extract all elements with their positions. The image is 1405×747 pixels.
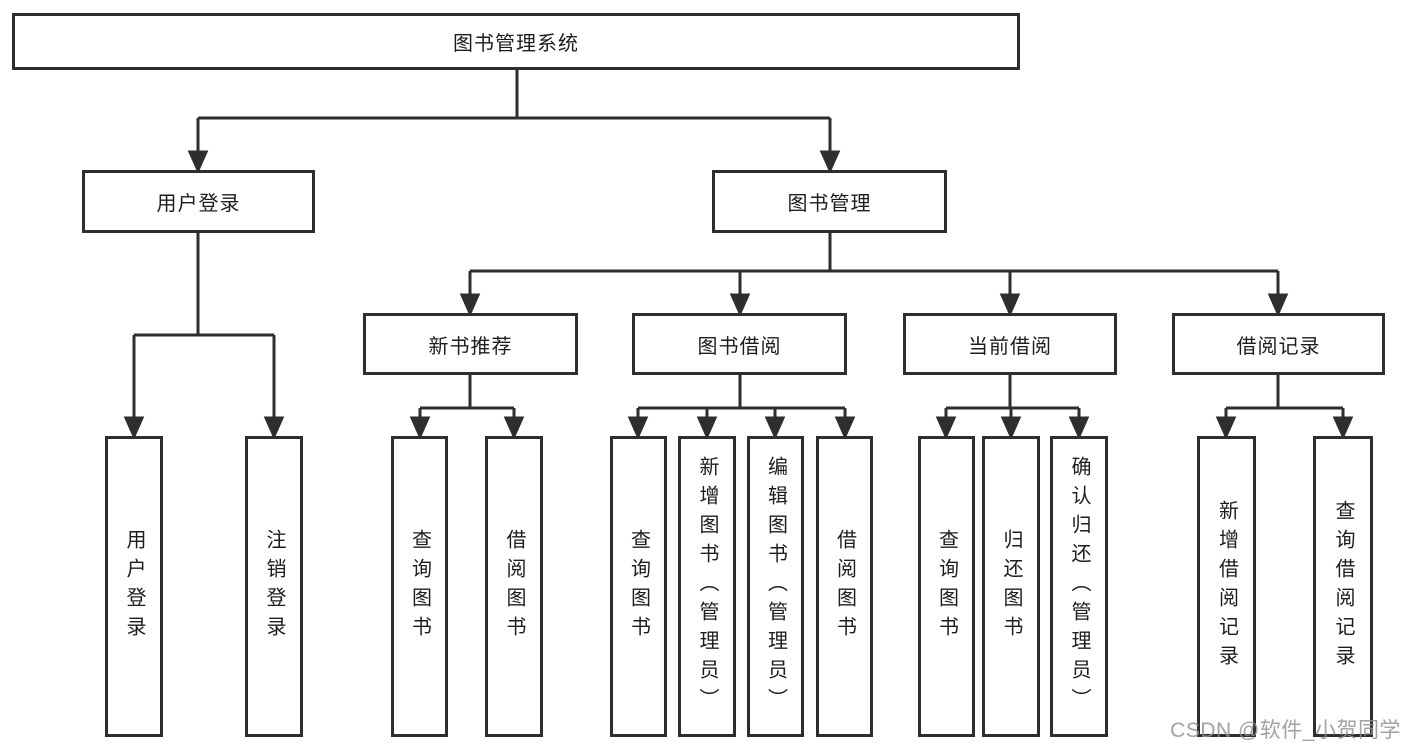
arrowhead-icon <box>409 416 431 440</box>
arrowhead-icon <box>1215 416 1237 440</box>
leaf-cb-query-book: 查询图书 <box>918 436 975 737</box>
node-book-borrow: 图书借阅 <box>632 313 847 375</box>
arrowhead-icon <box>627 416 649 440</box>
arrowhead-icon <box>187 150 209 174</box>
connector-book-borrow-branch <box>627 375 856 440</box>
connector-root-to-level2 <box>187 69 841 174</box>
arrowhead-icon <box>503 416 525 440</box>
node-new-book-recommend: 新书推荐 <box>363 313 578 375</box>
arrowhead-icon <box>263 416 285 440</box>
connector-borrow-records-branch <box>1215 375 1354 440</box>
leaf-user-login: 用户登录 <box>105 436 163 737</box>
arrowhead-icon <box>935 416 957 440</box>
arrowhead-icon <box>1267 293 1289 317</box>
arrowhead-icon <box>819 150 841 174</box>
leaf-bb-edit-book-admin: 编辑图书（管理员） <box>747 436 804 737</box>
arrowhead-icon <box>1000 416 1022 440</box>
leaf-br-query-record: 查询借阅记录 <box>1313 436 1373 737</box>
watermark: CSDN @软件_小贺同学 <box>1170 719 1401 742</box>
arrowhead-icon <box>729 293 751 317</box>
leaf-bb-borrow-book: 借阅图书 <box>816 436 873 737</box>
leaf-cb-confirm-return-admin: 确认归还（管理员） <box>1050 436 1108 737</box>
arrowhead-icon <box>999 293 1021 317</box>
leaf-logout: 注销登录 <box>245 436 303 737</box>
leaf-bb-add-book-admin: 新增图书（管理员） <box>678 436 736 737</box>
leaf-br-add-record: 新增借阅记录 <box>1197 436 1256 737</box>
node-book-management: 图书管理 <box>712 170 947 233</box>
arrowhead-icon <box>834 416 856 440</box>
node-root: 图书管理系统 <box>12 13 1020 70</box>
node-borrow-records: 借阅记录 <box>1172 313 1385 375</box>
arrowhead-icon <box>1332 416 1354 440</box>
connector-book-management-branch <box>459 233 1289 317</box>
node-user-login: 用户登录 <box>82 170 315 233</box>
leaf-nbr-borrow-book: 借阅图书 <box>485 436 543 737</box>
arrowhead-icon <box>764 416 786 440</box>
leaf-bb-query-book: 查询图书 <box>610 436 667 737</box>
arrowhead-icon <box>1068 416 1090 440</box>
arrowhead-icon <box>696 416 718 440</box>
node-current-borrow: 当前借阅 <box>903 313 1117 375</box>
connector-current-borrow-branch <box>935 375 1090 440</box>
connector-user-login-branch <box>123 233 285 440</box>
arrowhead-icon <box>123 416 145 440</box>
arrowhead-icon <box>459 293 481 317</box>
leaf-nbr-query-book: 查询图书 <box>391 436 448 737</box>
connector-new-book-branch <box>409 375 525 440</box>
leaf-cb-return-book: 归还图书 <box>982 436 1040 737</box>
